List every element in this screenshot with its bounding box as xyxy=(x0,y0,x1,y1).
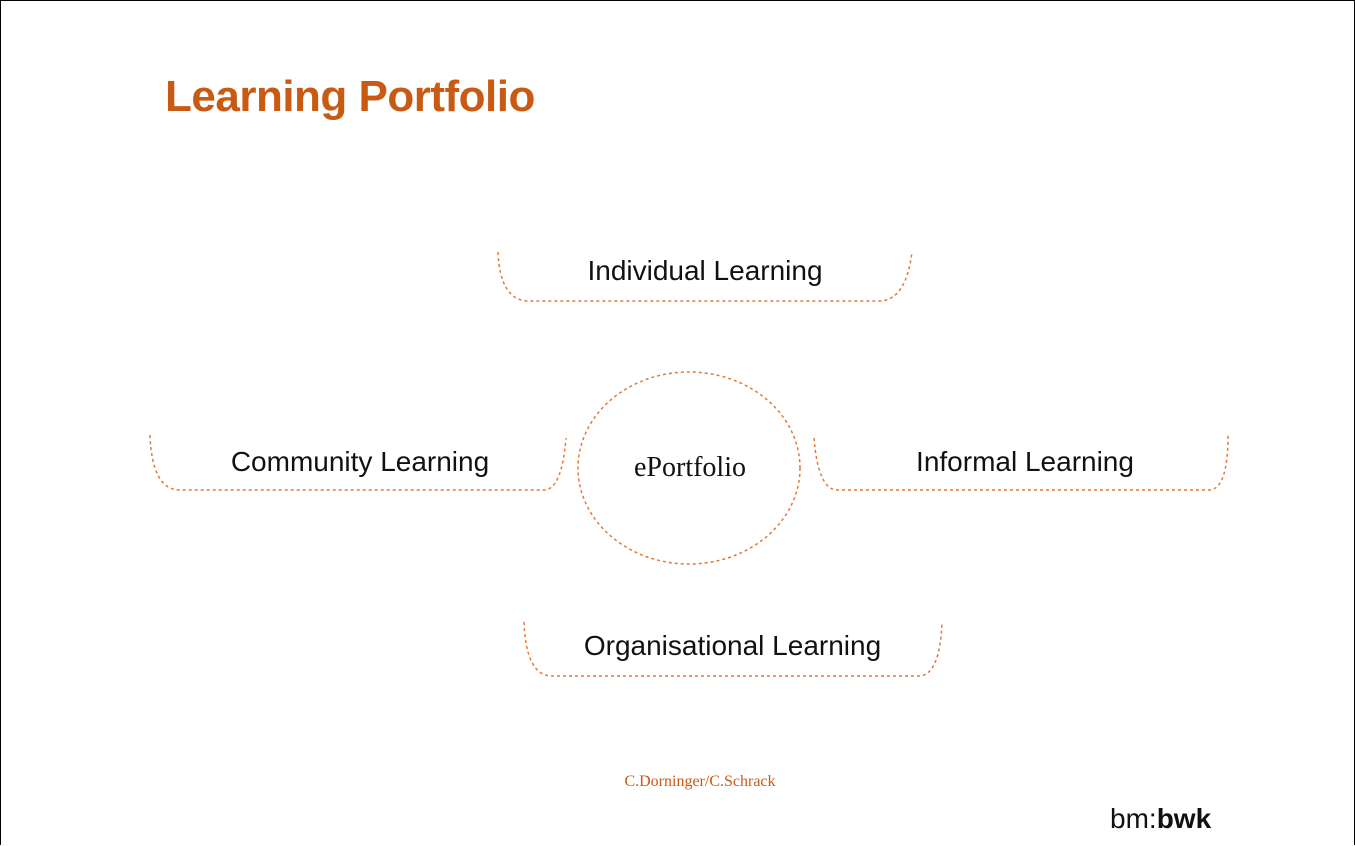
slide-title: Learning Portfolio xyxy=(165,72,535,121)
bmbwk-logo: bm:bwk xyxy=(1110,803,1211,835)
footer-credit: C.Dorninger/C.Schrack xyxy=(624,773,776,790)
node-community-learning: Community Learning xyxy=(230,446,490,477)
eportfolio-circle xyxy=(577,371,801,565)
bracket-individual-learning xyxy=(497,251,913,302)
node-eportfolio: ePortfolio xyxy=(634,452,746,483)
logo-bold: bwk xyxy=(1156,803,1212,834)
bracket-informal-learning xyxy=(813,434,1229,491)
bracket-organisational-learning xyxy=(523,621,943,677)
node-organisational-learning: Organisational Learning xyxy=(583,630,882,661)
logo-prefix: bm: xyxy=(1110,803,1157,834)
node-individual-learning: Individual Learning xyxy=(587,255,823,286)
node-informal-learning: Informal Learning xyxy=(916,446,1134,477)
